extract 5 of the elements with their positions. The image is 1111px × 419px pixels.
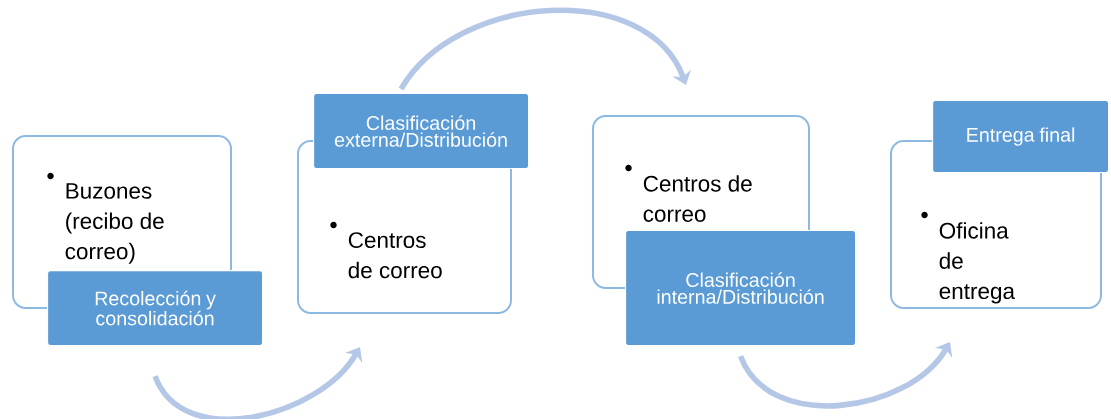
label-box: Entrega final: [932, 100, 1110, 174]
curved-arrow: [398, 7, 692, 91]
label-box: Recolección y consolidación: [47, 270, 264, 347]
label-box: Clasificación externa/Distribución: [313, 93, 530, 170]
label-box: Clasificación interna/Distribución: [625, 230, 857, 347]
